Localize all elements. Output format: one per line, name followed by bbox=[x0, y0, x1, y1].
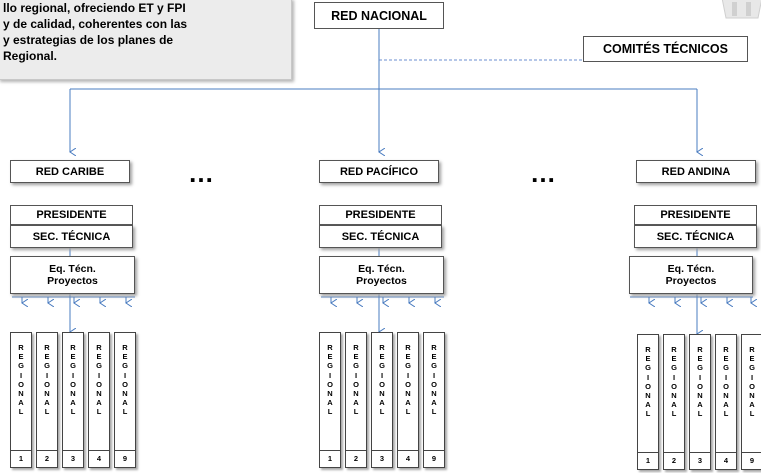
equipo-line-1: Eq. Técn. bbox=[667, 263, 715, 275]
secretaria-tecnica-box: SEC. TÉCNICA bbox=[10, 225, 133, 248]
regional-number: 1 bbox=[327, 454, 333, 463]
presidente-label: PRESIDENTE bbox=[36, 209, 107, 221]
equipo-tecnico-box: Eq. Técn. Proyectos bbox=[10, 256, 135, 294]
regional-number: 1 bbox=[645, 456, 651, 465]
presidente-box: PRESIDENTE bbox=[634, 205, 757, 225]
red-caribe-box: RED CARIBE bbox=[10, 160, 130, 183]
regional-number: 9 bbox=[122, 454, 128, 463]
description-line: y estrategias de los planes de bbox=[3, 33, 174, 47]
regional-number: 2 bbox=[353, 454, 359, 463]
regional-number: 3 bbox=[70, 454, 76, 463]
equipo-line-1: Eq. Técn. bbox=[49, 263, 96, 275]
comites-tecnicos-box: COMITÉS TÉCNICOS bbox=[583, 36, 748, 62]
presidente-box: PRESIDENTE bbox=[10, 205, 133, 225]
region-name: RED ANDINA bbox=[661, 165, 731, 178]
ellipsis-left: … bbox=[188, 158, 215, 188]
description-line: y de calidad, coherentes con las bbox=[3, 17, 188, 31]
region-name: RED CARIBE bbox=[35, 165, 105, 178]
secretaria-label: SEC. TÉCNICA bbox=[656, 230, 735, 243]
equipo-line-2: Proyectos bbox=[47, 275, 98, 287]
red-nacional-box: RED NACIONAL bbox=[314, 2, 444, 29]
red-pacifico-box: RED PACÍFICO bbox=[319, 160, 439, 183]
regional-number: 4 bbox=[96, 454, 102, 463]
regional-number: 3 bbox=[379, 454, 385, 463]
region-name: RED PACÍFICO bbox=[339, 165, 419, 178]
regional-number: 4 bbox=[723, 456, 729, 465]
presidente-label: PRESIDENTE bbox=[660, 209, 731, 221]
equipo-line-2: Proyectos bbox=[356, 275, 407, 287]
red-andina-box: RED ANDINA bbox=[636, 160, 756, 183]
secretaria-tecnica-box: SEC. TÉCNICA bbox=[319, 225, 442, 248]
regional-number: 9 bbox=[431, 454, 437, 463]
regional-number: 1 bbox=[18, 454, 24, 463]
description-line: Regional. bbox=[3, 49, 58, 63]
equipo-tecnico-box: Eq. Técn. Proyectos bbox=[319, 256, 444, 294]
equipo-tecnico-box: Eq. Técn. Proyectos bbox=[629, 256, 753, 294]
secretaria-label: SEC. TÉCNICA bbox=[32, 230, 111, 243]
people-figure-icon bbox=[721, 0, 761, 19]
secretaria-tecnica-box: SEC. TÉCNICA bbox=[634, 225, 757, 248]
description-box: llo regional, ofreciendo ET y FPI y de c… bbox=[0, 0, 292, 80]
ellipsis-right: … bbox=[530, 158, 557, 188]
regional-number: 2 bbox=[671, 456, 677, 465]
regional-number: 2 bbox=[44, 454, 50, 463]
presidente-box: PRESIDENTE bbox=[319, 205, 442, 225]
secretaria-label: SEC. TÉCNICA bbox=[341, 230, 420, 243]
equipo-line-1: Eq. Técn. bbox=[358, 263, 405, 275]
regional-number: 4 bbox=[405, 454, 411, 463]
regional-number: 9 bbox=[749, 456, 755, 465]
equipo-line-2: Proyectos bbox=[665, 275, 717, 287]
regional-number: 3 bbox=[697, 456, 703, 465]
presidente-label: PRESIDENTE bbox=[345, 209, 416, 221]
description-line: llo regional, ofreciendo ET y FPI bbox=[3, 1, 186, 15]
comites-tecnicos-label: COMITÉS TÉCNICOS bbox=[602, 42, 728, 56]
red-nacional-label: RED NACIONAL bbox=[331, 8, 427, 23]
